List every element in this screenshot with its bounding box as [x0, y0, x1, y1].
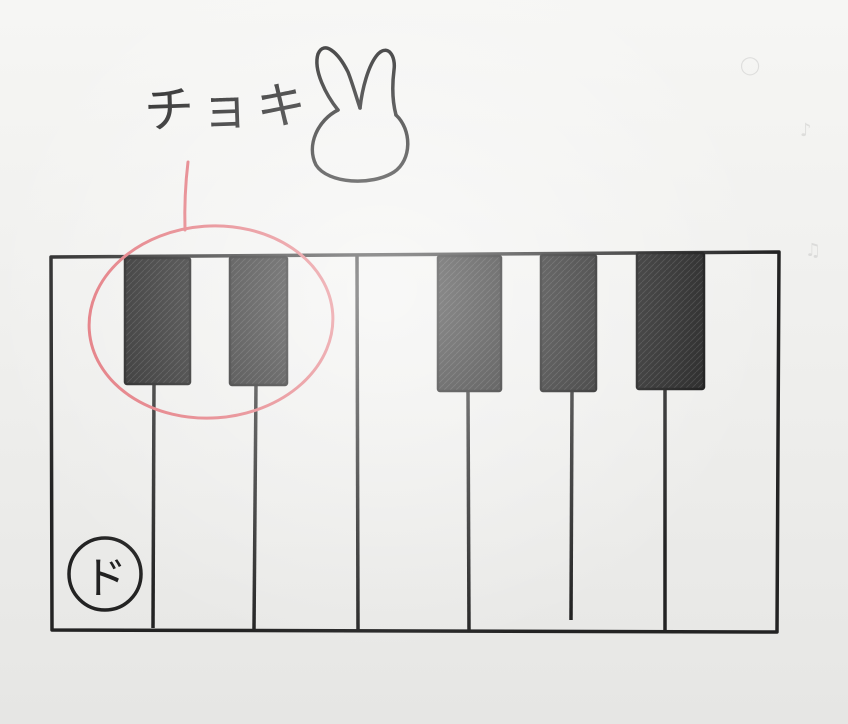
- white-key-divider: [571, 390, 572, 620]
- white-key-divider: [468, 390, 469, 630]
- white-key-divider: [254, 383, 256, 629]
- black-key: [230, 257, 287, 385]
- black-key: [541, 255, 596, 391]
- highlight-circle: [83, 218, 340, 427]
- white-key-divider: [357, 256, 358, 630]
- black-key: [637, 253, 704, 389]
- black-key: [438, 256, 501, 391]
- choki-label: チョキ: [143, 65, 313, 143]
- rabbit-icon: [312, 48, 407, 181]
- highlight-pointer-line: [185, 162, 188, 230]
- start-note-label: ド: [70, 543, 140, 605]
- black-key: [125, 258, 190, 384]
- white-key-divider: [153, 383, 154, 628]
